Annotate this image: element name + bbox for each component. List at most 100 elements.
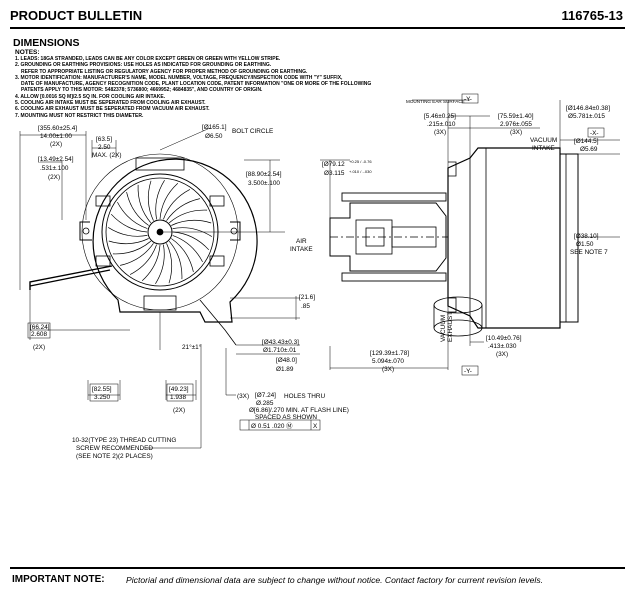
air-label: AIR — [296, 238, 307, 245]
bolt-circle-label: BOLT CIRCLE — [232, 128, 273, 135]
dim-724: [Ø7.24] — [255, 392, 276, 399]
side-view-labels: MOUNTING EAR SURFACE -Y- [5.46±0.25] .21… — [290, 96, 610, 375]
fan-blade — [171, 219, 212, 226]
fan-blade — [168, 209, 208, 224]
mounting-ear-label: MOUNTING EAR SURFACE — [406, 99, 465, 104]
see-note-7: SEE NOTE 7 — [570, 249, 608, 256]
dim-5781: Ø5.781±.015 — [568, 113, 605, 120]
fan-blade — [155, 180, 165, 220]
dim-14: 14.00±1.00 — [40, 133, 72, 140]
dim-2608-qty: (2X) — [33, 344, 45, 351]
dim-5094-qty: (3X) — [382, 366, 394, 373]
dim-189: Ø1.89 — [276, 366, 294, 373]
dim-8255: [82.55] — [92, 386, 112, 393]
dim-1445: [Ø144.5] — [574, 138, 599, 145]
note-line: 4. ALLOW [0.0016 SQ M]/2.5 SQ IN. FOR CO… — [15, 93, 166, 100]
dim-165: [Ø165.1] — [202, 124, 227, 131]
dim-14-qty: (2X) — [50, 141, 62, 148]
section-title: DIMENSIONS — [13, 37, 80, 49]
air-intake-label: INTAKE — [290, 246, 313, 253]
holes-thru-label: HOLES THRU — [284, 393, 325, 400]
dim-569: Ø5.69 — [580, 146, 598, 153]
dim-max: MAX. (2X) — [92, 152, 121, 159]
fan-blade — [120, 243, 154, 266]
dim-1049: [10.49±0.76] — [486, 335, 522, 342]
dim-531-qty: (2X) — [48, 174, 60, 181]
fan-blade — [166, 243, 173, 284]
dim-85: .85 — [301, 303, 310, 310]
dim-1710: Ø1.710±.01 — [263, 347, 297, 354]
dim-1349: [13.49±2.54] — [38, 156, 74, 163]
dim-215-qty: (3X) — [434, 129, 446, 136]
note-line: 1. LEADS: 18GA STRANDED, LEADS CAN BE AN… — [15, 56, 281, 62]
note-line: REFER TO APPROPRIATE LISTING OR REGULATO… — [21, 68, 308, 75]
dim-3810: [Ø38.10] — [574, 233, 599, 240]
front-view-dimensions — [19, 127, 321, 449]
vacuum-label: VACUUM — [530, 137, 557, 144]
fan-blade — [141, 244, 161, 282]
fan-blade — [172, 235, 203, 263]
dim-546: [5.46±0.25] — [424, 113, 456, 120]
note-line: DATE OF MANUFACTURE, AGENCY RECOGNITION … — [21, 81, 372, 88]
dim-2976-qty: (3X) — [510, 129, 522, 136]
note-line: 5. COOLING AIR INTAKE MUST BE SEPERATED … — [15, 100, 206, 107]
note-line: 3. MOTOR IDENTIFICATION: MANUFACTURER'S … — [15, 74, 343, 81]
fan-blade — [168, 240, 183, 280]
note-line: 6. COOLING AIR EXHAUST MUST BE SEPERATED… — [15, 106, 210, 113]
note-line: PATENTS APPLY TO THIS MOTOR: 5482378; 57… — [21, 87, 263, 94]
dim-63: [63.5] — [96, 136, 112, 143]
dim-250: 2.50 — [98, 144, 111, 151]
dim-4923: [49.23] — [169, 386, 189, 393]
dim-285: Ø.285 — [256, 400, 274, 407]
dim-480: [Ø48.0] — [276, 357, 297, 364]
dim-215: .215±.010 — [427, 121, 456, 128]
dim-3250: 3.250 — [94, 394, 110, 401]
important-note-label: IMPORTANT NOTE: — [12, 574, 105, 585]
dim-2608: 2.608 — [31, 331, 47, 338]
fan-blade — [172, 231, 210, 251]
fan-blade — [129, 244, 157, 275]
notes-title: NOTES: — [15, 49, 40, 56]
fan-blade — [155, 244, 165, 284]
dim-2976: 2.976±.055 — [500, 121, 532, 128]
dim-4343: [Ø43.43±0.3] — [262, 339, 299, 346]
bulletin-title: PRODUCT BULLETIN — [10, 8, 143, 23]
fan-blade — [108, 238, 149, 245]
spaced-label: SPACED AS SHOWN — [255, 414, 317, 421]
dim-650: Ø6.50 — [205, 133, 223, 140]
datum-y-bottom: -Y- — [464, 368, 472, 375]
vac-exhaust-label-2: EXHAUST — [447, 312, 454, 342]
thread-line-3: (SEE NOTE 2)(2 PLACES) — [76, 453, 153, 460]
note-line: 2. GROUNDING OR EARTHING PROVISIONS: USE… — [15, 62, 272, 69]
side-view-dimensions — [320, 93, 620, 376]
holes-qty: (3X) — [237, 393, 249, 400]
fcf-datum: X — [313, 423, 318, 430]
side-view-motor — [329, 147, 579, 337]
dim-150: Ø1.50 — [576, 241, 594, 248]
thread-line-1: 10-32(TYPE 23) THREAD CUTTING — [72, 437, 176, 444]
fan-blade — [171, 238, 194, 272]
footer-rule — [10, 567, 625, 569]
fan-blade — [172, 227, 212, 237]
datum-y-top: -Y- — [464, 96, 472, 103]
fan-blade — [166, 198, 200, 221]
datum-x-top: -X- — [590, 130, 599, 137]
fan-blade — [147, 180, 154, 221]
fan-blade — [117, 201, 148, 229]
dim-7912-tol: +0.25 / -0.76 — [349, 159, 372, 164]
dim-1938: 1.938 — [170, 394, 186, 401]
part-number: 116765-13 — [561, 8, 623, 23]
dim-686: Ø[6.86]/.270 MIN. AT FLASH LINE) — [249, 407, 349, 414]
header-rule — [10, 27, 625, 29]
dim-6624: [66.24] — [30, 324, 50, 331]
important-note-text: Pictorial and dimensional data are subje… — [126, 575, 544, 585]
dim-7559: [75.59±1.40] — [498, 113, 534, 120]
fan-blade — [159, 182, 179, 220]
front-view-labels: [355.60±25.4] 14.00±1.00 (2X) [63.5] 2.5… — [30, 124, 349, 460]
dim-413-qty: (3X) — [496, 351, 508, 358]
note-line: 7. MOUNTING MUST NOT RESTRICT THIS DIAME… — [15, 112, 144, 119]
dim-14684: [Ø146.84±0.38] — [566, 105, 610, 112]
intake-label: INTAKE — [532, 145, 555, 152]
thread-line-2: SCREW RECOMMENDED — [76, 445, 153, 452]
